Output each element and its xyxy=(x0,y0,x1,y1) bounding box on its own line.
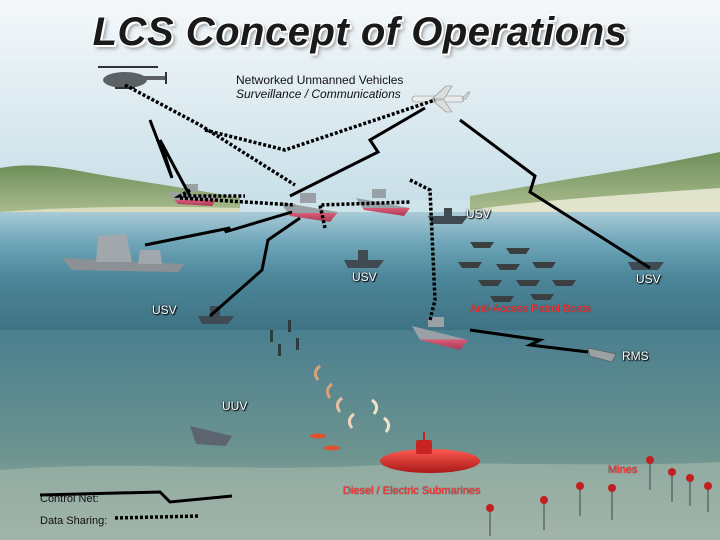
seabed xyxy=(0,462,720,540)
mines-icon xyxy=(486,456,712,536)
uuv-label: UUV xyxy=(222,399,248,413)
submarines-label: Diesel / Electric Submarines xyxy=(343,485,481,497)
surveillance-label: Surveillance / Communications xyxy=(236,87,401,101)
rms-label: RMS xyxy=(622,349,649,363)
usv-label-center: USV xyxy=(352,270,377,284)
fixed-wing-uav-icon xyxy=(411,85,471,113)
usv-center-icon xyxy=(344,250,384,268)
legend-data-sharing: Data Sharing: xyxy=(40,515,108,527)
networked-vehicles-label: Networked Unmanned Vehicles xyxy=(236,73,404,87)
destroyer-icon xyxy=(62,234,184,272)
sonar-arcs xyxy=(313,364,391,433)
sea-surface xyxy=(0,212,720,332)
mines-label: Mines xyxy=(608,464,638,476)
anti-access-label: Anti-Access Patrol Boats xyxy=(470,303,592,315)
usv-label-left: USV xyxy=(152,303,177,317)
usv-label-right: USV xyxy=(636,272,661,286)
usv-label-top-right: USV xyxy=(466,207,491,221)
uuv-icon xyxy=(190,426,232,446)
usv-top-right-icon xyxy=(428,208,468,224)
lcs-ship-lower-icon xyxy=(412,317,468,350)
control-net-links xyxy=(39,106,651,504)
rms-icon xyxy=(587,347,617,363)
sky xyxy=(0,0,720,200)
lcs-ship-right-icon xyxy=(356,189,410,216)
torpedoes-icon xyxy=(310,433,340,451)
beach-right xyxy=(470,188,720,218)
page-title: LCS Concept of Operations xyxy=(92,10,628,54)
data-sharing-links xyxy=(114,83,437,520)
legend-control-net: Control Net: xyxy=(40,493,99,505)
submarine-icon xyxy=(380,432,480,473)
sonobuoys-icon xyxy=(270,320,299,356)
patrol-boats-icon xyxy=(458,242,576,302)
